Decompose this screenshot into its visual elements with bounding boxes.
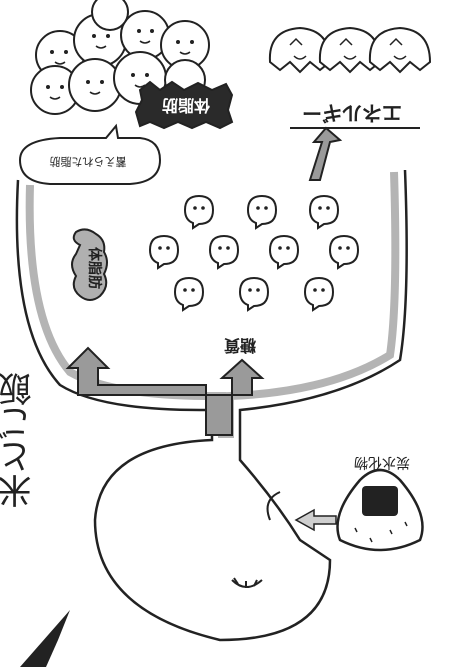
fat-cell [68, 58, 122, 112]
arrow-stem [205, 394, 233, 436]
mouth-icon [266, 491, 281, 521]
sugar-particle [303, 276, 335, 312]
branch-arrows [65, 346, 265, 436]
body-fat-blob: 体脂肪 [71, 228, 108, 301]
stored-caption-text: 蓄えられた脂肪 [50, 155, 127, 169]
arrow-to-body-fat [65, 346, 207, 396]
body-fat-label: 体脂肪 [86, 247, 103, 289]
sugar-particle [208, 234, 240, 270]
body-fat-banner: 体脂肪 [134, 80, 234, 130]
fat-cloud-cluster [30, 0, 210, 115]
sugar-particle [308, 194, 340, 230]
face-features [231, 491, 281, 588]
sugar-particle [173, 276, 205, 312]
sugar-particle [238, 276, 270, 312]
rice-ball-icon [336, 468, 424, 552]
stored-caption-bubble: 蓄えられた脂肪 [18, 123, 162, 185]
energy-lantern [318, 26, 382, 74]
sugar-particles [148, 194, 360, 312]
sugar-particle [148, 234, 180, 270]
energy-label: エネルギー [302, 101, 402, 125]
carbohydrate-label: 炭水化物 [354, 454, 410, 470]
side-text: 米とご飯 [0, 372, 38, 508]
fat-cell [91, 0, 129, 31]
sugar-particle [183, 194, 215, 230]
sugar-particle [246, 194, 278, 230]
energy-lantern [368, 26, 432, 74]
pen-stroke [20, 610, 70, 667]
side-text-label: 米とご飯 [0, 372, 38, 508]
arrow-to-sugar [219, 358, 265, 396]
energy-arrow [308, 126, 343, 181]
energy-lanterns [268, 26, 432, 74]
food-arrow [294, 508, 337, 532]
sugar-particle [268, 234, 300, 270]
body-fat-banner-label: 体脂肪 [162, 96, 210, 115]
energy-lantern [268, 26, 332, 74]
nori-wrap [362, 486, 398, 516]
sugar-particle [328, 234, 360, 270]
sugar-label: 糖質 [224, 336, 256, 355]
